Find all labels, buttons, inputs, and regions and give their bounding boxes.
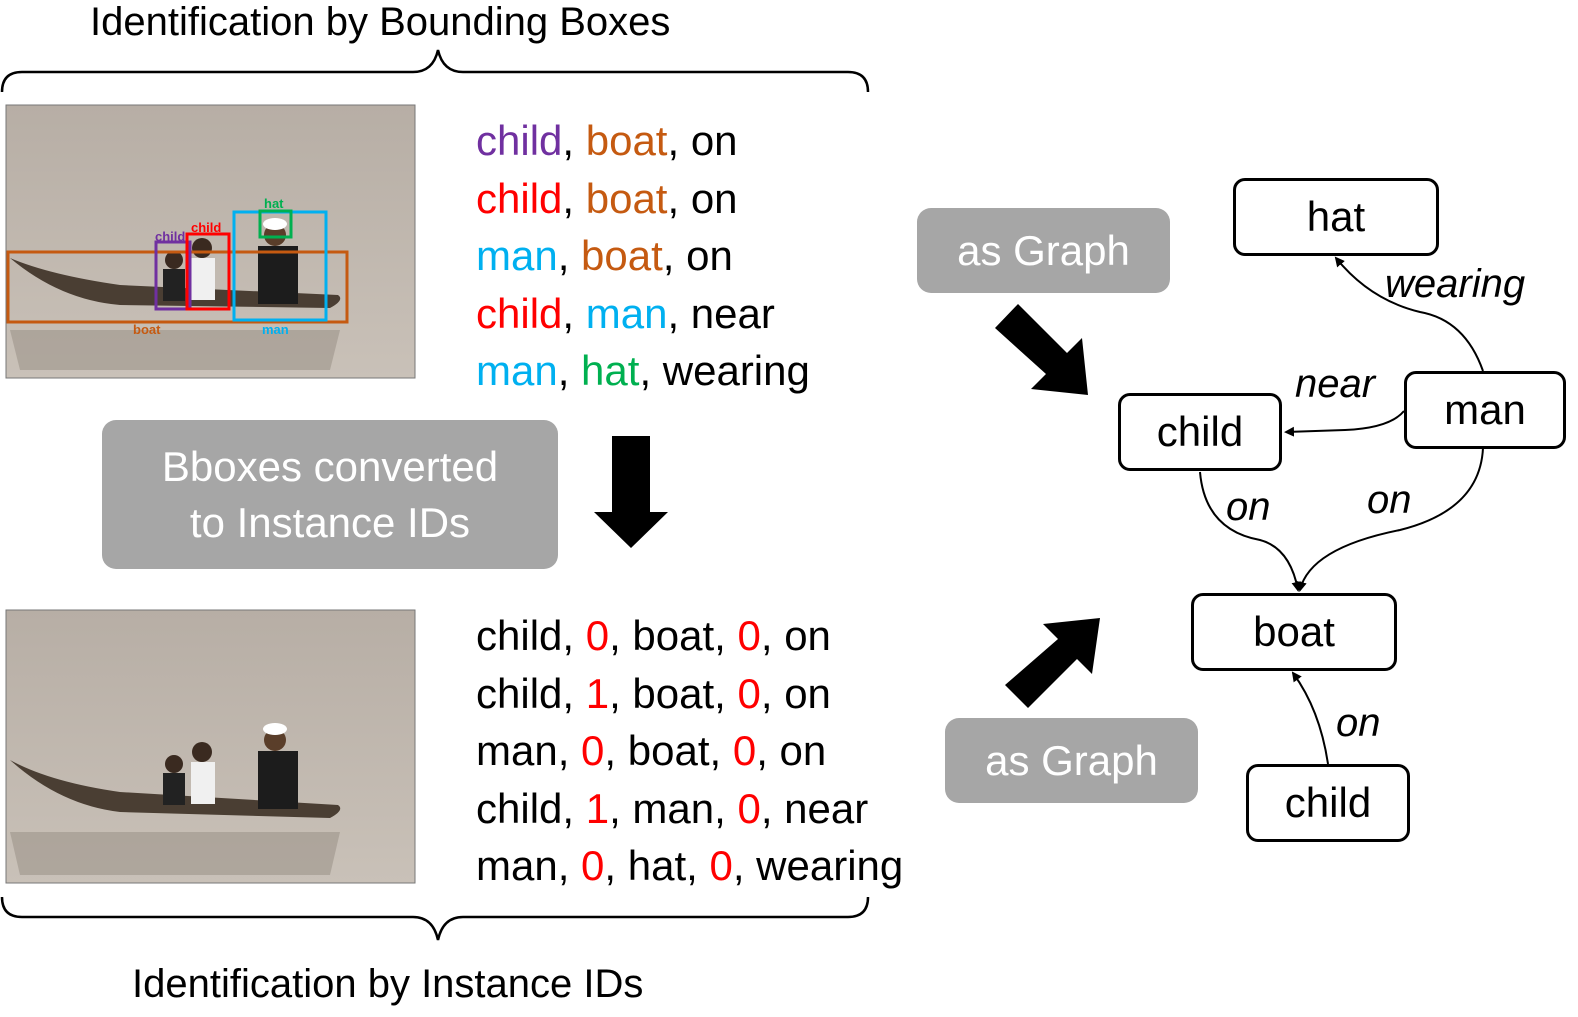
edge-wearing: [1334, 256, 1484, 372]
bottom-brace: [0, 896, 870, 941]
bbox-triple-token: , on: [662, 232, 733, 279]
id-triple-row: man, 0, boat, 0, on: [476, 722, 903, 780]
bbox-triple-row: child, boat, on: [476, 170, 810, 228]
id-triple-token: 0: [581, 842, 605, 889]
id-triple-token: 1: [585, 784, 610, 832]
bbox-triple-token: child: [476, 289, 563, 337]
bbox-triple-token: , on: [667, 117, 738, 164]
bbox-triple-token: ,: [557, 347, 582, 394]
id-triple-token: , near: [760, 784, 869, 832]
bbox-triple-token: child: [476, 117, 563, 164]
as-graph-pill-bottom: as Graph: [945, 718, 1198, 803]
convert-pill-line1: Bboxes converted: [161, 442, 499, 490]
bbox-triple-token: man: [476, 232, 558, 279]
id-triple-token: child,: [476, 612, 586, 659]
as-graph-pill-top: as Graph: [917, 208, 1170, 293]
id-triple-token: , hat,: [604, 842, 710, 889]
bbox-label-man: man: [262, 322, 289, 337]
top-brace: [0, 49, 870, 93]
bbox-triple-token: , wearing: [639, 347, 810, 394]
top-heading: Identification by Bounding Boxes: [90, 0, 671, 44]
photo-plain: [5, 609, 416, 884]
edge-man-on: [1296, 447, 1484, 592]
bbox-label-boat: boat: [133, 322, 161, 337]
node-child-bottom: child: [1246, 764, 1410, 842]
bbox-triple-token: child: [476, 174, 563, 222]
id-triple-token: , on: [756, 727, 827, 774]
photo-with-bboxes: child child hat boat man: [5, 104, 416, 379]
bbox-triple-token: , near: [667, 289, 775, 337]
edge-child-on: [1199, 471, 1302, 592]
id-triple-token: , on: [760, 612, 831, 659]
convert-pill-line2: to Instance IDs: [189, 498, 471, 546]
bbox-triple-token: ,: [562, 117, 586, 164]
bottom-heading: Identification by Instance IDs: [132, 962, 644, 1006]
edge-near: [1284, 410, 1405, 437]
edge-label-child-on: on: [1226, 485, 1271, 529]
id-triple-row: child, 1, man, 0, near: [476, 780, 903, 838]
bbox-triple-token: boat: [585, 174, 668, 222]
bbox-triple-row: man, hat, wearing: [476, 342, 810, 400]
bbox-triple-row: child, boat, on: [476, 112, 810, 170]
bbox-triple-token: ,: [562, 174, 586, 222]
bottom-graph-arrow: [1005, 618, 1100, 708]
id-triple-token: child,: [476, 784, 586, 832]
id-triple-token: 0: [585, 612, 610, 659]
bbox-triple-token: man: [585, 289, 668, 337]
id-triple-token: man,: [476, 842, 582, 889]
id-triple-token: , boat,: [604, 727, 733, 774]
node-boat: boat: [1191, 593, 1397, 671]
bbox-triple-row: man, boat, on: [476, 227, 810, 285]
bbox-triple-token: ,: [562, 289, 586, 337]
edge-label-wearing: wearing: [1385, 262, 1526, 306]
down-arrow: [594, 436, 668, 548]
edge-label-bottom-on: on: [1336, 701, 1381, 745]
bbox-label-hat: hat: [264, 196, 284, 211]
id-triple-token: 0: [581, 727, 605, 774]
id-triple-token: 0: [709, 842, 733, 889]
convert-pill: Bboxes converted to Instance IDs: [102, 420, 558, 569]
id-triple-token: 0: [737, 784, 761, 832]
bbox-label-child-purple: child: [155, 229, 185, 244]
node-child: child: [1118, 393, 1282, 471]
id-triple-token: 0: [737, 669, 761, 717]
id-triple-token: , wearing: [732, 842, 904, 889]
node-hat: hat: [1233, 178, 1439, 256]
bbox-triple-token: ,: [557, 232, 582, 279]
bbox-triple-row: child, man, near: [476, 285, 810, 343]
id-triple-row: child, 0, boat, 0, on: [476, 607, 903, 665]
id-triple-token: , man,: [609, 784, 738, 832]
id-triple-token: , on: [760, 669, 831, 717]
id-triple-token: , boat,: [609, 669, 738, 717]
id-triple-row: child, 1, boat, 0, on: [476, 665, 903, 723]
id-triple-token: , boat,: [609, 612, 738, 659]
bbox-triple-token: boat: [585, 117, 668, 164]
bbox-triple-token: boat: [581, 232, 663, 279]
bbox-triple-token: , on: [667, 174, 738, 222]
edge-label-near: near: [1295, 362, 1376, 406]
id-triple-token: child,: [476, 669, 586, 717]
id-triple-token: 0: [737, 612, 761, 659]
bbox-label-child-red: child: [191, 220, 221, 235]
id-triple-token: 1: [585, 669, 610, 717]
bbox-triple-token: hat: [581, 347, 640, 394]
node-man: man: [1404, 371, 1566, 449]
bbox-triple-token: man: [476, 347, 558, 394]
top-graph-arrow: [995, 304, 1088, 395]
edge-bottom-on: [1291, 671, 1329, 765]
id-triple-token: 0: [732, 727, 757, 774]
edge-label-man-on: on: [1367, 478, 1412, 522]
id-triple-token: man,: [476, 727, 582, 774]
id-triple-row: man, 0, hat, 0, wearing: [476, 837, 903, 895]
